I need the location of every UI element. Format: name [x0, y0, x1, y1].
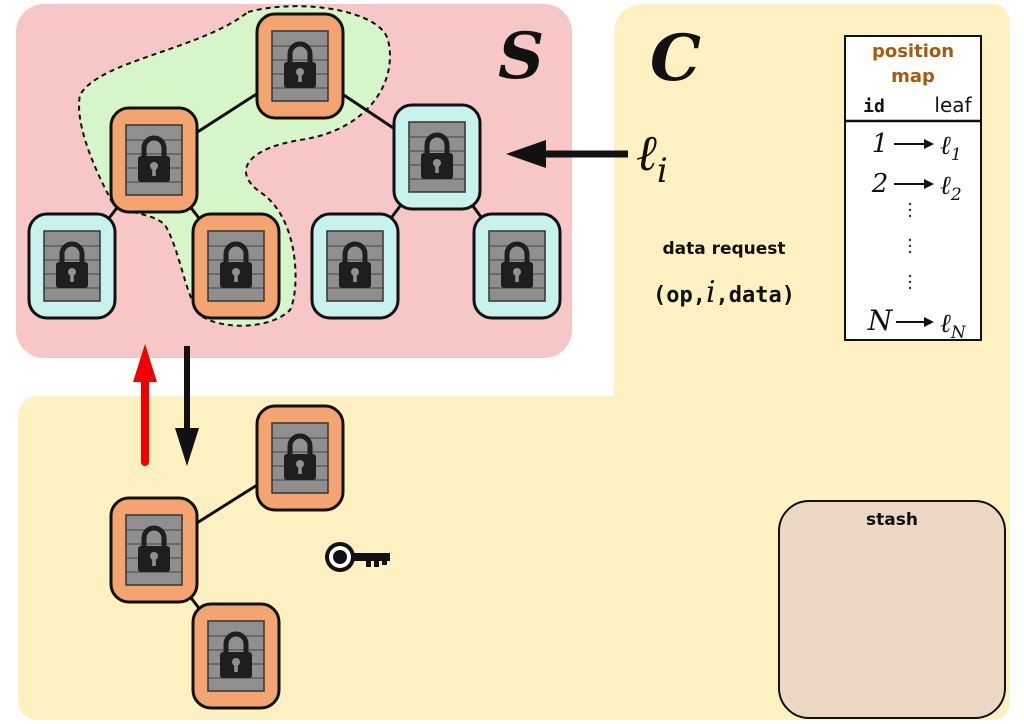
lock-icon — [272, 31, 328, 101]
leaf-label: ℓi — [636, 124, 668, 191]
lock-icon — [44, 231, 100, 301]
client-node-left — [109, 496, 199, 604]
position-map-col-leaf: leaf — [934, 93, 972, 117]
tree-leaf-2 — [191, 212, 281, 320]
position-map-title-2: map — [891, 66, 935, 87]
data-request-tuple: (op,i,data) — [653, 275, 795, 310]
lock-icon — [126, 515, 182, 585]
lock-icon — [409, 122, 465, 192]
lock-icon — [272, 423, 328, 493]
server-symbol: S — [498, 19, 544, 94]
svg-text:2: 2 — [871, 169, 889, 199]
tree-leaf-3 — [310, 212, 400, 320]
tree-node-right — [392, 103, 482, 211]
download-arrow — [175, 346, 199, 466]
leaf-request-arrow — [506, 140, 628, 168]
svg-text:ℓ1: ℓ1 — [940, 131, 962, 165]
tree-node-left — [109, 106, 199, 214]
position-map-row: N ℓN — [867, 304, 967, 343]
data-request-title: data request — [662, 239, 785, 259]
lock-icon — [208, 621, 264, 691]
position-map-title-1: position — [872, 41, 954, 62]
client-symbol: C — [650, 21, 701, 96]
tree-node-root — [255, 12, 345, 120]
position-map-row: 2 ℓ2 — [871, 169, 962, 205]
key-icon — [325, 542, 390, 572]
lock-icon — [126, 125, 182, 195]
client-region — [18, 4, 1010, 720]
tree-leaf-4 — [472, 212, 562, 320]
lock-icon — [489, 231, 545, 301]
client-node-leaf — [191, 602, 281, 710]
upload-arrow — [133, 344, 157, 466]
position-map-col-id: id — [863, 96, 885, 117]
lock-icon — [327, 231, 383, 301]
position-map-ellipsis — [908, 202, 912, 290]
stash-title: stash — [866, 510, 918, 530]
stash-box — [778, 500, 1006, 719]
position-map-row: 1 ℓ1 — [872, 129, 962, 165]
client-node-root — [255, 404, 345, 512]
svg-text:1: 1 — [872, 129, 889, 159]
svg-text:ℓ2: ℓ2 — [940, 171, 962, 205]
svg-text:N: N — [867, 304, 894, 337]
tree-leaf-1 — [27, 212, 117, 320]
position-map: position map id leaf 1 ℓ1 2 ℓ2 N ℓN — [844, 35, 982, 343]
svg-text:ℓN: ℓN — [940, 309, 967, 343]
lock-icon — [208, 231, 264, 301]
